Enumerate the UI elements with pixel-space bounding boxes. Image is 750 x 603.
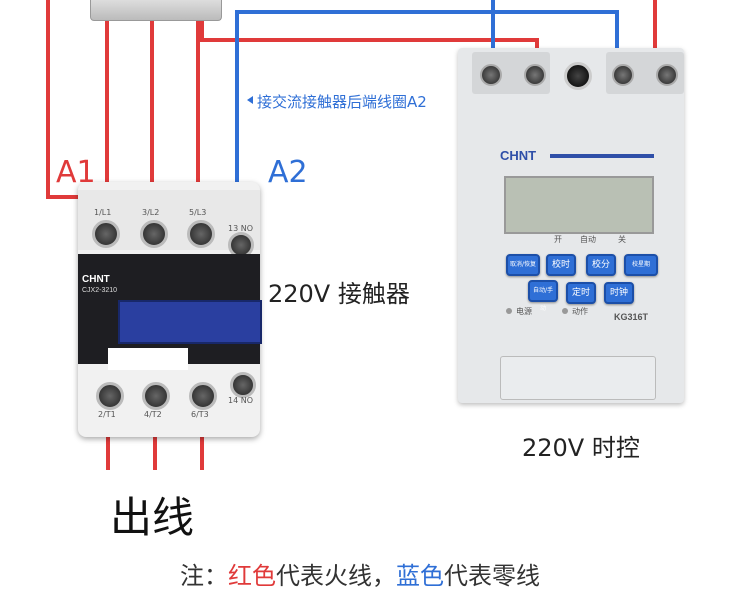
timer-action-led bbox=[562, 308, 568, 314]
timer-caption: 220V 时控 bbox=[522, 434, 640, 462]
live-wire-a1 bbox=[46, 0, 82, 199]
timer-terminal-1 bbox=[480, 64, 502, 86]
terminal-label-top-2: 3/L2 bbox=[142, 208, 160, 217]
timer-body: CHNT 开 自动 关 取消/恢复 校时 校分 校星期 自动/手动 定时 时钟 … bbox=[458, 48, 684, 403]
label-a1: A1 bbox=[56, 155, 96, 190]
legend-red-word: 红色 bbox=[228, 562, 276, 590]
terminal-label-bottom-1: 2/T1 bbox=[98, 410, 116, 419]
timer-lcd bbox=[504, 176, 654, 234]
terminal-label-bottom-3: 6/T3 bbox=[191, 410, 209, 419]
timer-indicator-on: 开 bbox=[554, 235, 562, 244]
timer-bottom-cover bbox=[500, 356, 656, 400]
timer-button-cancel[interactable]: 取消/恢复 bbox=[506, 254, 540, 276]
terminal-l2 bbox=[140, 220, 168, 248]
terminal-14no bbox=[230, 372, 256, 398]
timer-knob bbox=[564, 62, 592, 90]
terminal-label-top-4: 13 NO bbox=[228, 224, 254, 233]
terminal-label-top-3: 5/L3 bbox=[189, 208, 207, 217]
terminal-label-bottom-4: 14 NO bbox=[228, 396, 254, 405]
terminal-t2 bbox=[142, 382, 170, 410]
contactor-model: CJX2-3210 bbox=[82, 287, 118, 294]
terminal-label-bottom-2: 4/T2 bbox=[144, 410, 162, 419]
legend-prefix: 注： bbox=[180, 562, 228, 590]
legend-blue-word: 蓝色 bbox=[396, 562, 444, 590]
contactor-body: 1/L1 3/L2 5/L3 13 NO CHNT CJX2-3210 2/T1… bbox=[78, 182, 262, 437]
contactor-blue-slider bbox=[118, 300, 262, 344]
terminal-l1 bbox=[92, 220, 120, 248]
neutral-wire-a2 bbox=[235, 10, 619, 215]
terminal-t1 bbox=[96, 382, 124, 410]
timer-button-clock[interactable]: 时钟 bbox=[604, 282, 634, 304]
timer-button-set-week[interactable]: 校星期 bbox=[624, 254, 658, 276]
timer-terminal-2 bbox=[524, 64, 546, 86]
timer-model: KG316T bbox=[614, 312, 649, 322]
terminal-t3 bbox=[189, 382, 217, 410]
timer-led-action-label: 动作 bbox=[572, 307, 588, 316]
timer-led-power-label: 电源 bbox=[516, 307, 532, 316]
timer-indicator-auto: 自动 bbox=[580, 235, 596, 244]
coil-note: 接交流接触器后端线圈A2 bbox=[257, 93, 427, 111]
legend-note: 注：红色代表火线，蓝色代表零线 bbox=[180, 556, 540, 591]
timer-button-auto-manual[interactable]: 自动/手动 bbox=[528, 280, 558, 312]
contactor-caption: 220V 接触器 bbox=[268, 280, 410, 308]
timer-indicator-off: 关 bbox=[618, 235, 626, 244]
timer-brand: CHNT bbox=[500, 148, 537, 163]
label-a2: A2 bbox=[268, 155, 308, 190]
contactor-white-plate bbox=[108, 348, 188, 370]
arrow-left-icon bbox=[247, 96, 253, 104]
terminal-label-top-1: 1/L1 bbox=[94, 208, 112, 217]
timer-power-led bbox=[506, 308, 512, 314]
timer-button-set-minute[interactable]: 校分 bbox=[586, 254, 616, 276]
contactor-brand: CHNT bbox=[82, 274, 110, 285]
legend-mid: 代表火线， bbox=[276, 562, 396, 590]
legend-suffix: 代表零线 bbox=[444, 562, 540, 590]
timer-button-timing[interactable]: 定时 bbox=[566, 282, 596, 304]
timer-button-set-hour[interactable]: 校时 bbox=[546, 254, 576, 276]
breaker-block bbox=[90, 0, 222, 21]
timer-terminal-3 bbox=[612, 64, 634, 86]
output-label: 出线 bbox=[110, 493, 195, 542]
timer-brand-stripe bbox=[550, 154, 654, 158]
timer-terminal-4 bbox=[656, 64, 678, 86]
terminal-l3 bbox=[187, 220, 215, 248]
